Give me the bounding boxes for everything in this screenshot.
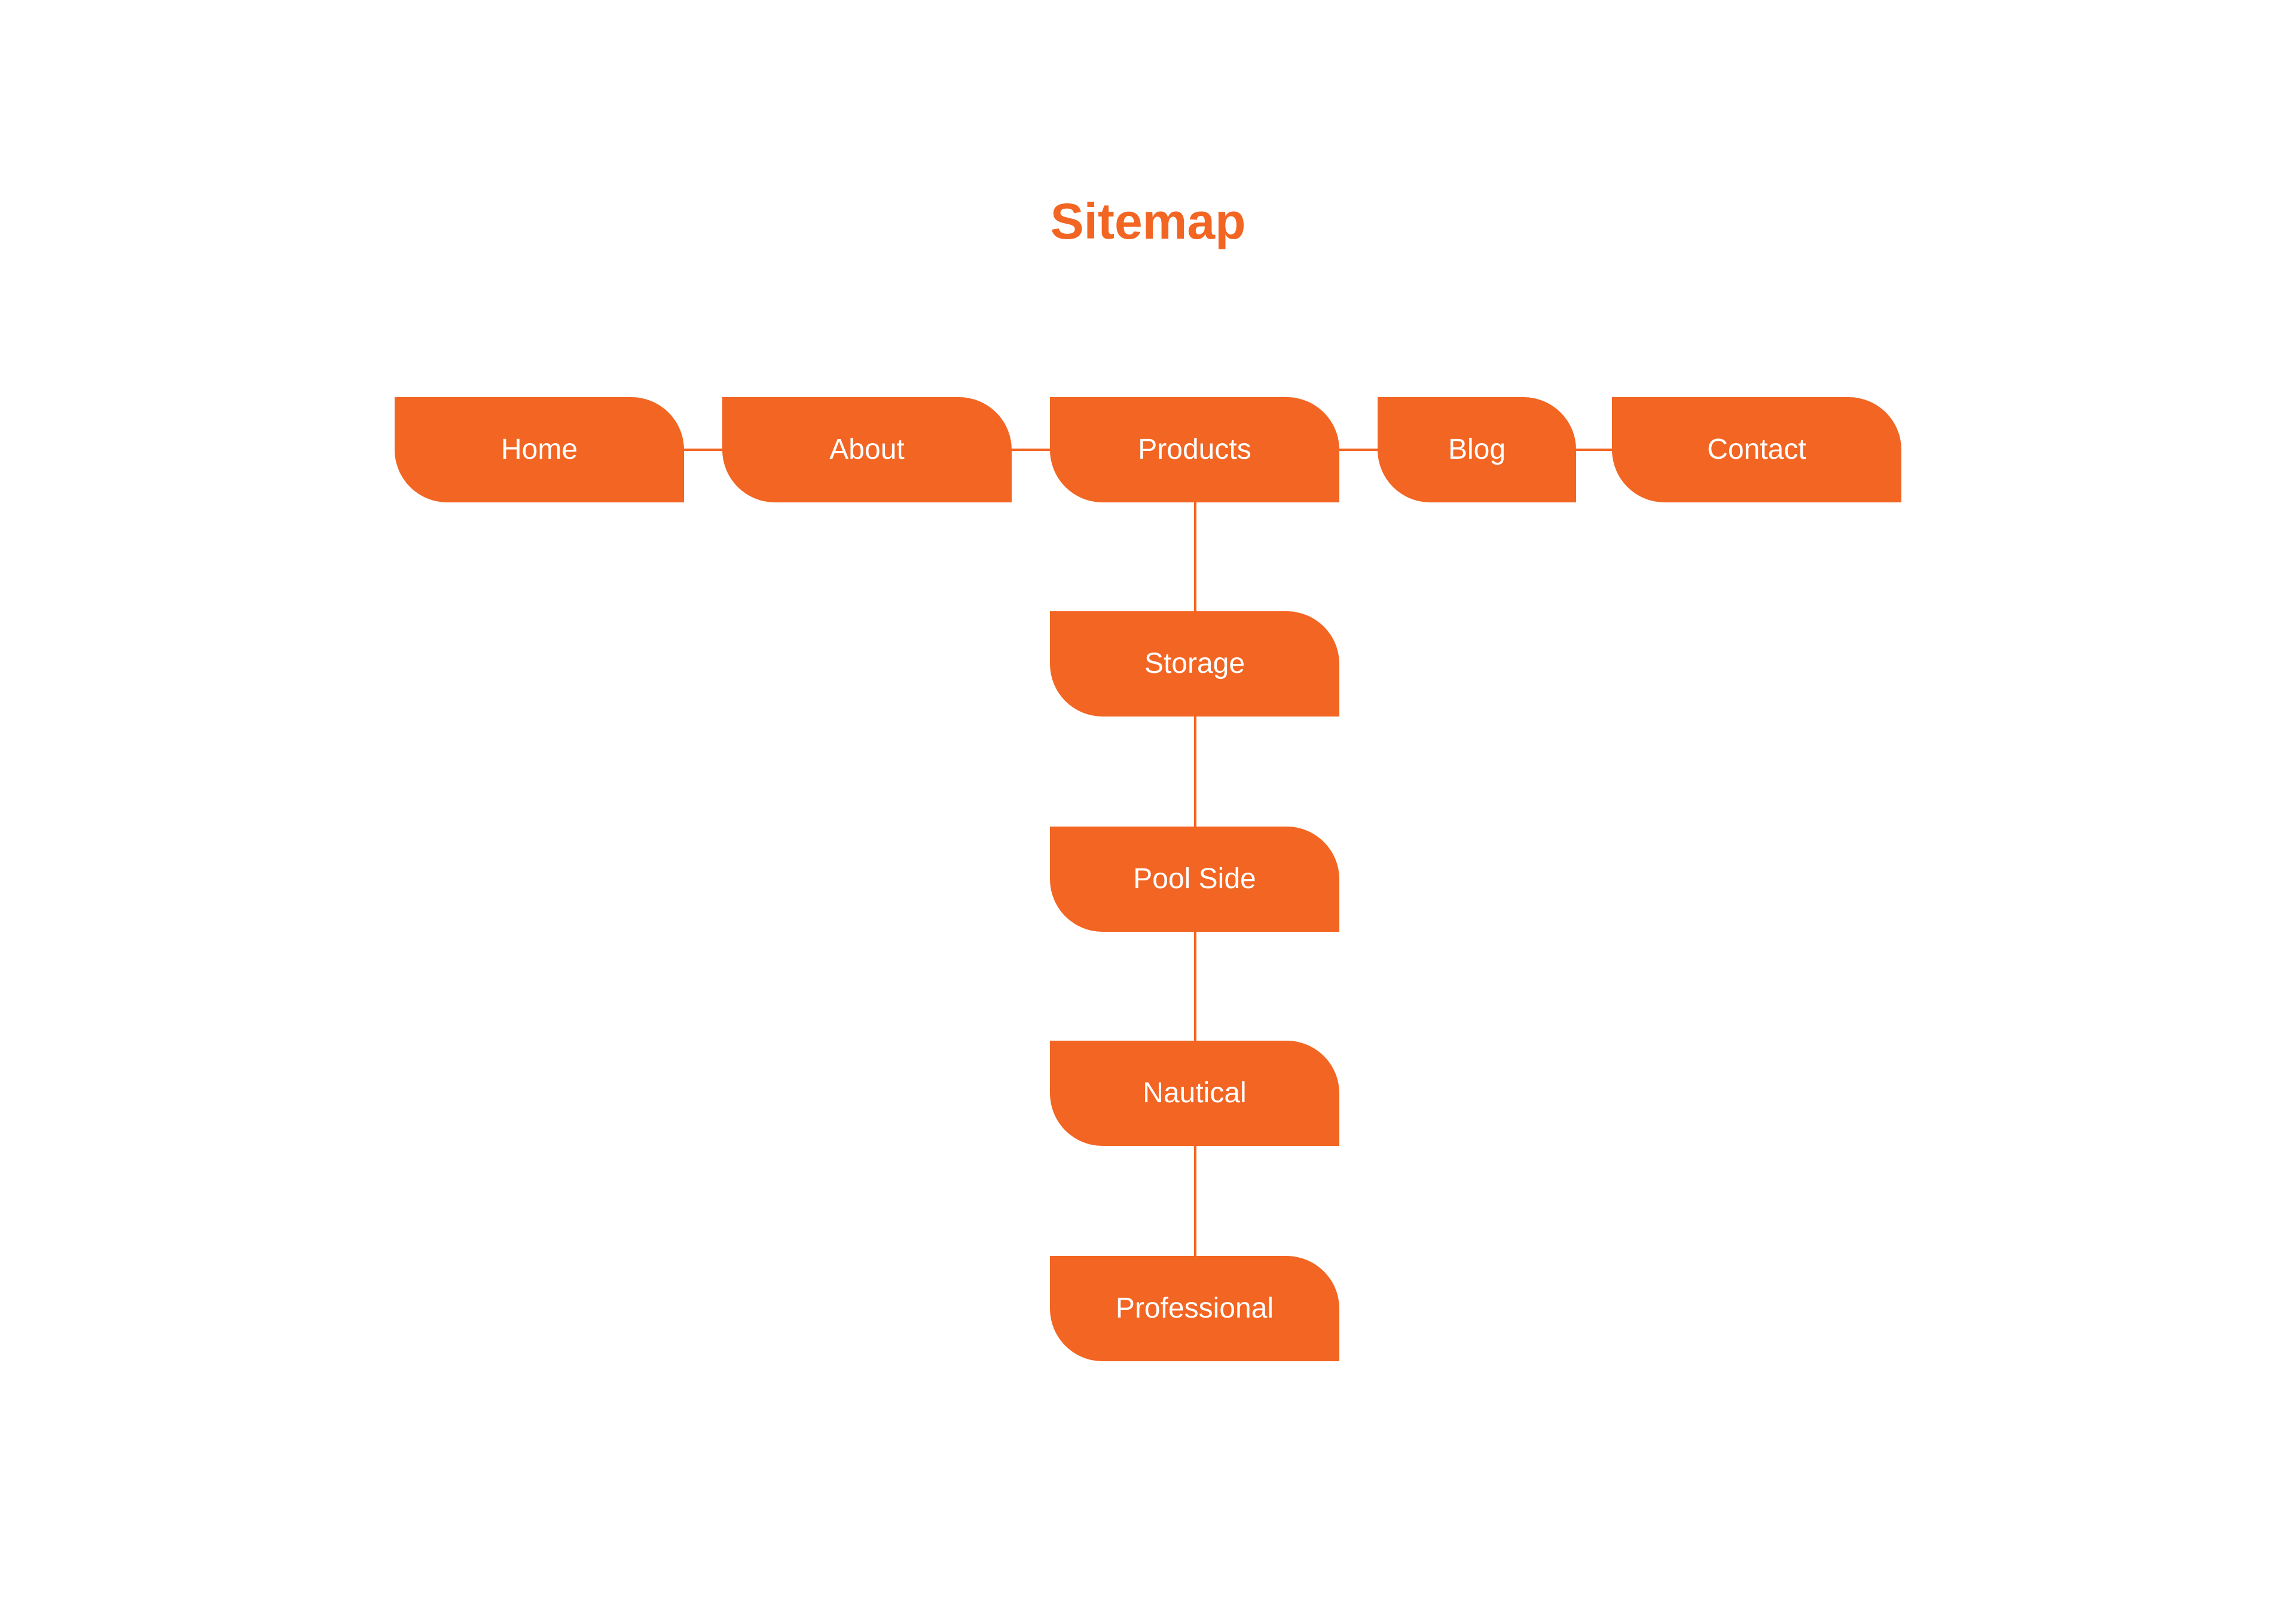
node-contact[interactable]: Contact [1612,397,1901,502]
node-products[interactable]: Products [1050,397,1339,502]
connector-blog-contact [1576,449,1613,451]
connector-about-products [1012,449,1051,451]
connector-pool-side-nautical [1194,932,1196,1041]
connector-storage-pool-side [1194,717,1196,827]
node-storage[interactable]: Storage [1050,611,1339,717]
node-about[interactable]: About [722,397,1012,502]
node-professional[interactable]: Professional [1050,1256,1339,1361]
connector-nautical-professional [1194,1146,1196,1256]
node-home[interactable]: Home [395,397,684,502]
diagram-title: Sitemap [1050,193,1246,249]
connector-home-about [684,449,723,451]
node-nautical[interactable]: Nautical [1050,1041,1339,1146]
connector-products-blog [1339,449,1379,451]
connector-products-storage [1194,502,1196,611]
node-blog[interactable]: Blog [1378,397,1576,502]
node-pool-side[interactable]: Pool Side [1050,827,1339,932]
